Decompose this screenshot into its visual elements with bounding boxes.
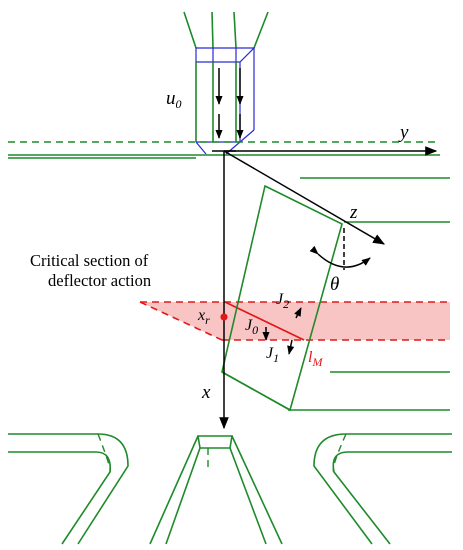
label-xr: xr	[197, 307, 210, 327]
label-theta: θ	[330, 274, 339, 295]
critical-line-lM	[224, 301, 305, 341]
theta-rotation	[309, 228, 371, 270]
flux-arrow-J1	[287, 339, 295, 355]
bottom-middle-nozzle	[149, 435, 283, 545]
deflector-plate	[221, 184, 343, 412]
critical-band-left	[139, 301, 223, 341]
right-structure	[288, 177, 450, 411]
label-J1: J1	[266, 345, 279, 365]
nozzle	[183, 11, 269, 49]
z-axis	[223, 150, 386, 245]
bottom-right-nozzle	[313, 433, 452, 545]
label-J0: J0	[245, 317, 258, 337]
jet-box	[195, 47, 256, 155]
label-u0: u0	[166, 88, 182, 111]
label-z: z	[349, 202, 358, 223]
caption-line2: deflector action	[48, 271, 151, 290]
label-lM: lM	[308, 349, 323, 369]
bottom-left-nozzle	[8, 433, 129, 545]
caption-line1: Critical section of	[30, 251, 149, 270]
point-xr	[220, 313, 228, 321]
label-y: y	[398, 122, 409, 143]
label-x: x	[201, 382, 211, 403]
flow-arrows	[215, 68, 244, 139]
flux-arrow-J2	[294, 307, 302, 319]
label-J2: J2	[276, 291, 289, 311]
critical-section-band	[140, 302, 450, 340]
